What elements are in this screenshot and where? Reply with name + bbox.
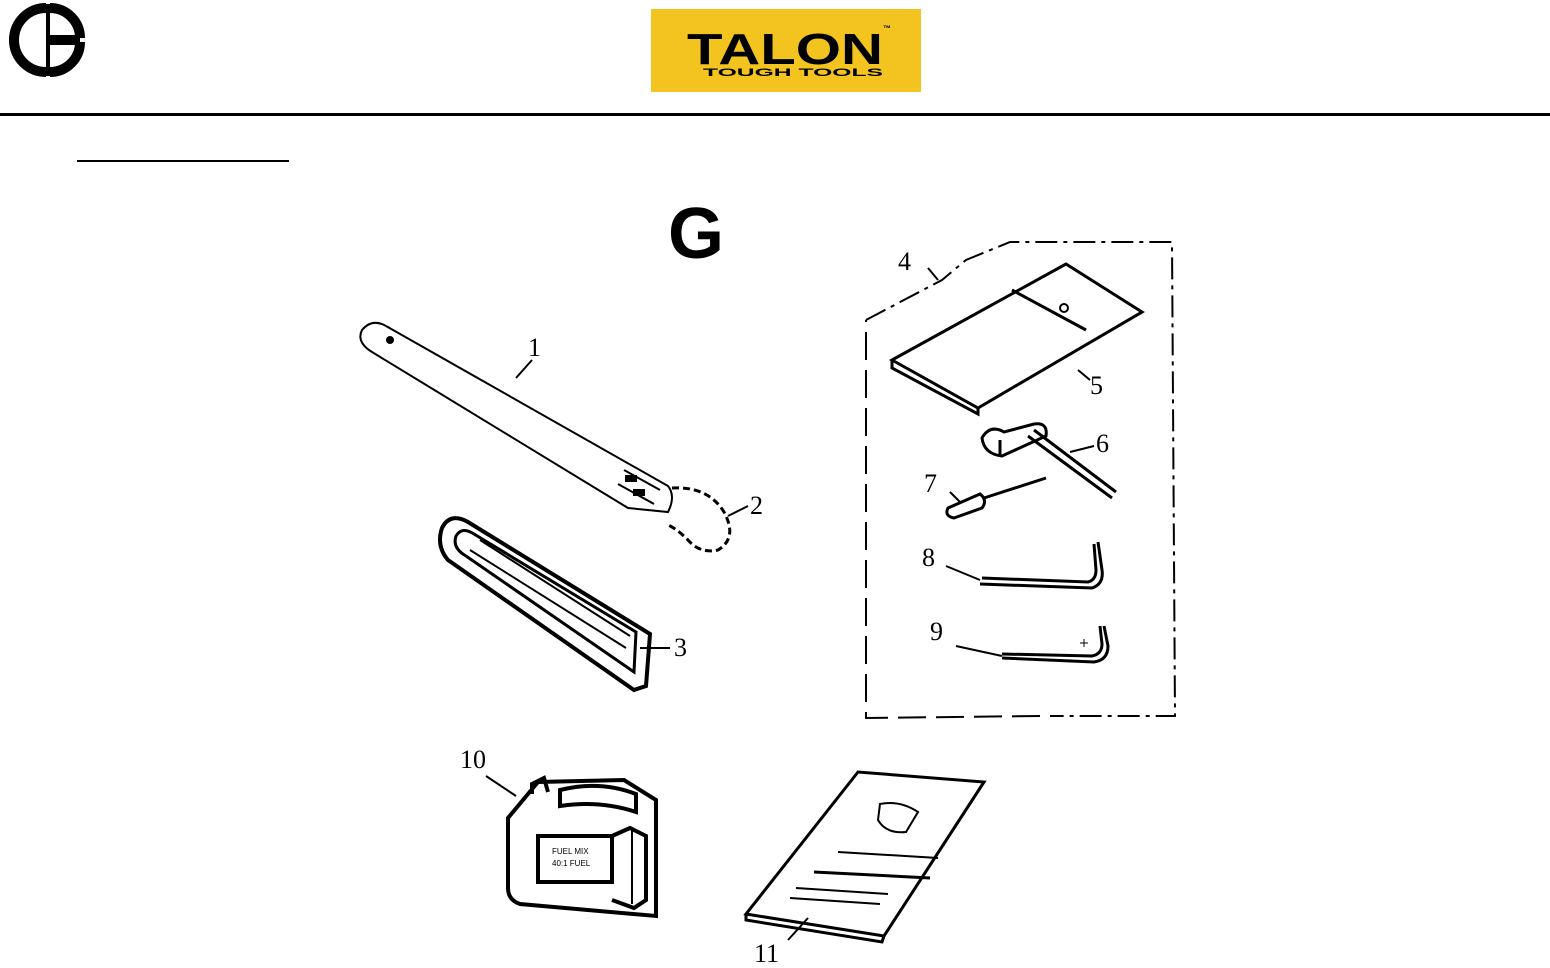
figure-label: G [668,194,725,274]
fuel-can-label-line-2: 40:1 FUEL [552,859,591,868]
callout-4: 4 [898,247,911,276]
fuel-can-icon [485,775,658,919]
brand-name: TALON [687,25,883,74]
talon-brand-logo: TALON ™ TOUGH TOOLS [651,9,921,92]
callout-numbers: 1 2 3 4 5 6 7 8 9 10 11 [460,247,1109,968]
ce-mark-logo [9,3,85,77]
callout-8: 8 [922,543,935,572]
callout-10: 10 [460,745,486,774]
tool-kit-boundary [865,241,1177,720]
guide-bar-icon [359,321,673,514]
saw-chain-icon [665,486,749,553]
section-heading-underline [77,160,289,162]
screwdriver-icon [945,476,1047,520]
header-divider [0,113,1550,116]
callout-6: 6 [1096,429,1109,458]
callout-5: 5 [1090,371,1103,400]
callout-7: 7 [924,469,937,498]
fuel-can-label-line-1: FUEL MIX [552,847,589,856]
hex-key-large-icon [945,541,1104,590]
brand-trademark: ™ [883,24,891,33]
instruction-manual-icon [743,770,987,944]
combination-wrench-icon [980,422,1117,500]
brand-tagline: TOUGH TOOLS [703,67,883,79]
callout-2: 2 [750,491,763,520]
callout-1: 1 [528,333,541,362]
hex-key-small-icon [955,625,1110,664]
tool-pouch-icon [888,262,1145,417]
callout-3: 3 [674,633,687,662]
callout-11: 11 [754,939,779,968]
callout-9: 9 [930,617,943,646]
bar-cover-icon [438,516,670,693]
